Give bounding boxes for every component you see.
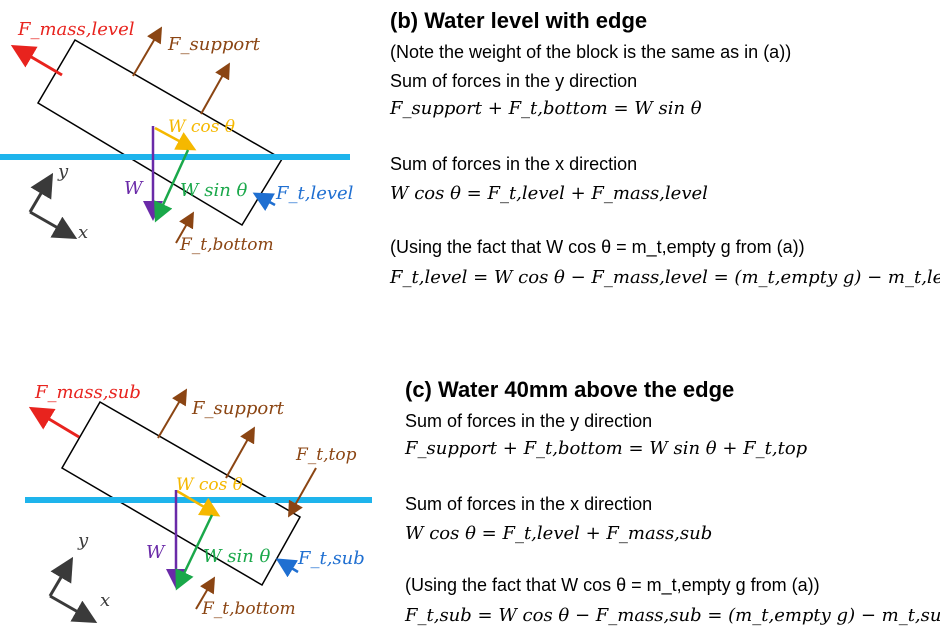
panel-b-block [36, 38, 284, 227]
panel-b-bottom-force-arrow [175, 211, 194, 244]
panel-c-label-fsupport: F_support [191, 398, 285, 419]
panel-b-label-fbottom: F_t,bottom [179, 235, 274, 255]
panel-c-y-sum-label: Sum of forces in the y direction [405, 411, 653, 431]
panel-b-wcos-arrow [154, 126, 197, 151]
panel-c-result-equation: F_t,sub = W cos θ − F_mass,sub = (m_t,em… [405, 605, 940, 626]
panel-b-axis-y-arrow [28, 172, 54, 213]
panel-c-y-equation: F_support + F_t,bottom = W sin θ + F_t,t… [405, 438, 808, 459]
panel-c-top-force-arrow [288, 467, 317, 518]
panel-c-label-fside: F_t,sub [297, 548, 365, 569]
panel-c-using-fact: (Using the fact that W cos θ = m_t,empty… [405, 575, 820, 595]
panel-c-support-arrow-1 [157, 388, 188, 439]
panel-c-label-w: W [146, 542, 166, 563]
panel-b-label-w: W [124, 178, 144, 199]
panel-b-diagram: F_mass,level F_support W cos θ W W sin θ… [0, 19, 354, 255]
panel-c-x-equation: W cos θ = F_t,level + F_mass,sub [405, 523, 713, 544]
panel-c-label-axis-y: y [77, 530, 89, 551]
panel-b-support-arrow-2 [200, 62, 230, 115]
panel-b-mass-force-arrow [10, 44, 63, 77]
panel-b-x-sum-label: Sum of forces in the x direction [390, 154, 638, 174]
panel-b-using-fact: (Using the fact that W cos θ = m_t,empty… [390, 237, 805, 257]
panel-b-support-arrow-1 [132, 26, 163, 77]
panel-b-label-wcos: W cos θ [168, 117, 235, 137]
panel-b-axis-x-arrow [29, 210, 78, 239]
panel-b-label-axis-y: y [57, 161, 69, 182]
panel-b-label-fside: F_t,level [275, 183, 354, 204]
panel-c-mass-force-arrow [28, 406, 80, 439]
panel-c-label-fmass: F_mass,sub [34, 382, 141, 403]
panel-c-axis-y-arrow [48, 556, 74, 597]
panel-c-bottom-force-arrow [195, 576, 216, 610]
panel-b-wsin-arrow [154, 149, 190, 223]
panel-c-block [60, 400, 302, 587]
panel-c-label-wsin: W sin θ [203, 546, 271, 567]
panel-c-label-wcos: W cos θ [176, 475, 243, 495]
panel-c-heading: (c) Water 40mm above the edge [405, 377, 735, 402]
panel-c-axis-x-arrow [49, 594, 98, 623]
panel-c-label-fbottom: F_t,bottom [201, 599, 296, 619]
panel-c-diagram: F_mass,sub F_support F_t,top W cos θ W W… [25, 382, 372, 623]
panel-b-y-equation: F_support + F_t,bottom = W sin θ [390, 98, 702, 119]
panel-b-x-equation: W cos θ = F_t,level + F_mass,level [390, 183, 708, 204]
panel-c-label-axis-x: x [100, 590, 110, 611]
panel-c-x-sum-label: Sum of forces in the x direction [405, 494, 653, 514]
panel-b-y-sum-label: Sum of forces in the y direction [390, 71, 638, 91]
panel-b-label-axis-x: x [78, 222, 88, 243]
panel-b-result-equation: F_t,level = W cos θ − F_mass,level = (m_… [390, 267, 940, 288]
panel-b-note: (Note the weight of the block is the sam… [390, 42, 792, 62]
panel-b-label-wsin: W sin θ [180, 180, 248, 201]
panel-c-wsin-arrow [175, 514, 214, 591]
panel-b-label-fmass: F_mass,level [17, 19, 135, 40]
panel-b-heading: (b) Water level with edge [390, 8, 648, 33]
panel-b-label-fsupport: F_support [167, 34, 261, 55]
panel-c-support-arrow-2 [225, 426, 255, 479]
panel-c-wcos-arrow [176, 489, 221, 517]
panel-c-label-ftop: F_t,top [295, 445, 357, 465]
panel-b-side-force-arrow [252, 192, 276, 212]
panel-c-side-force-arrow [275, 558, 299, 578]
